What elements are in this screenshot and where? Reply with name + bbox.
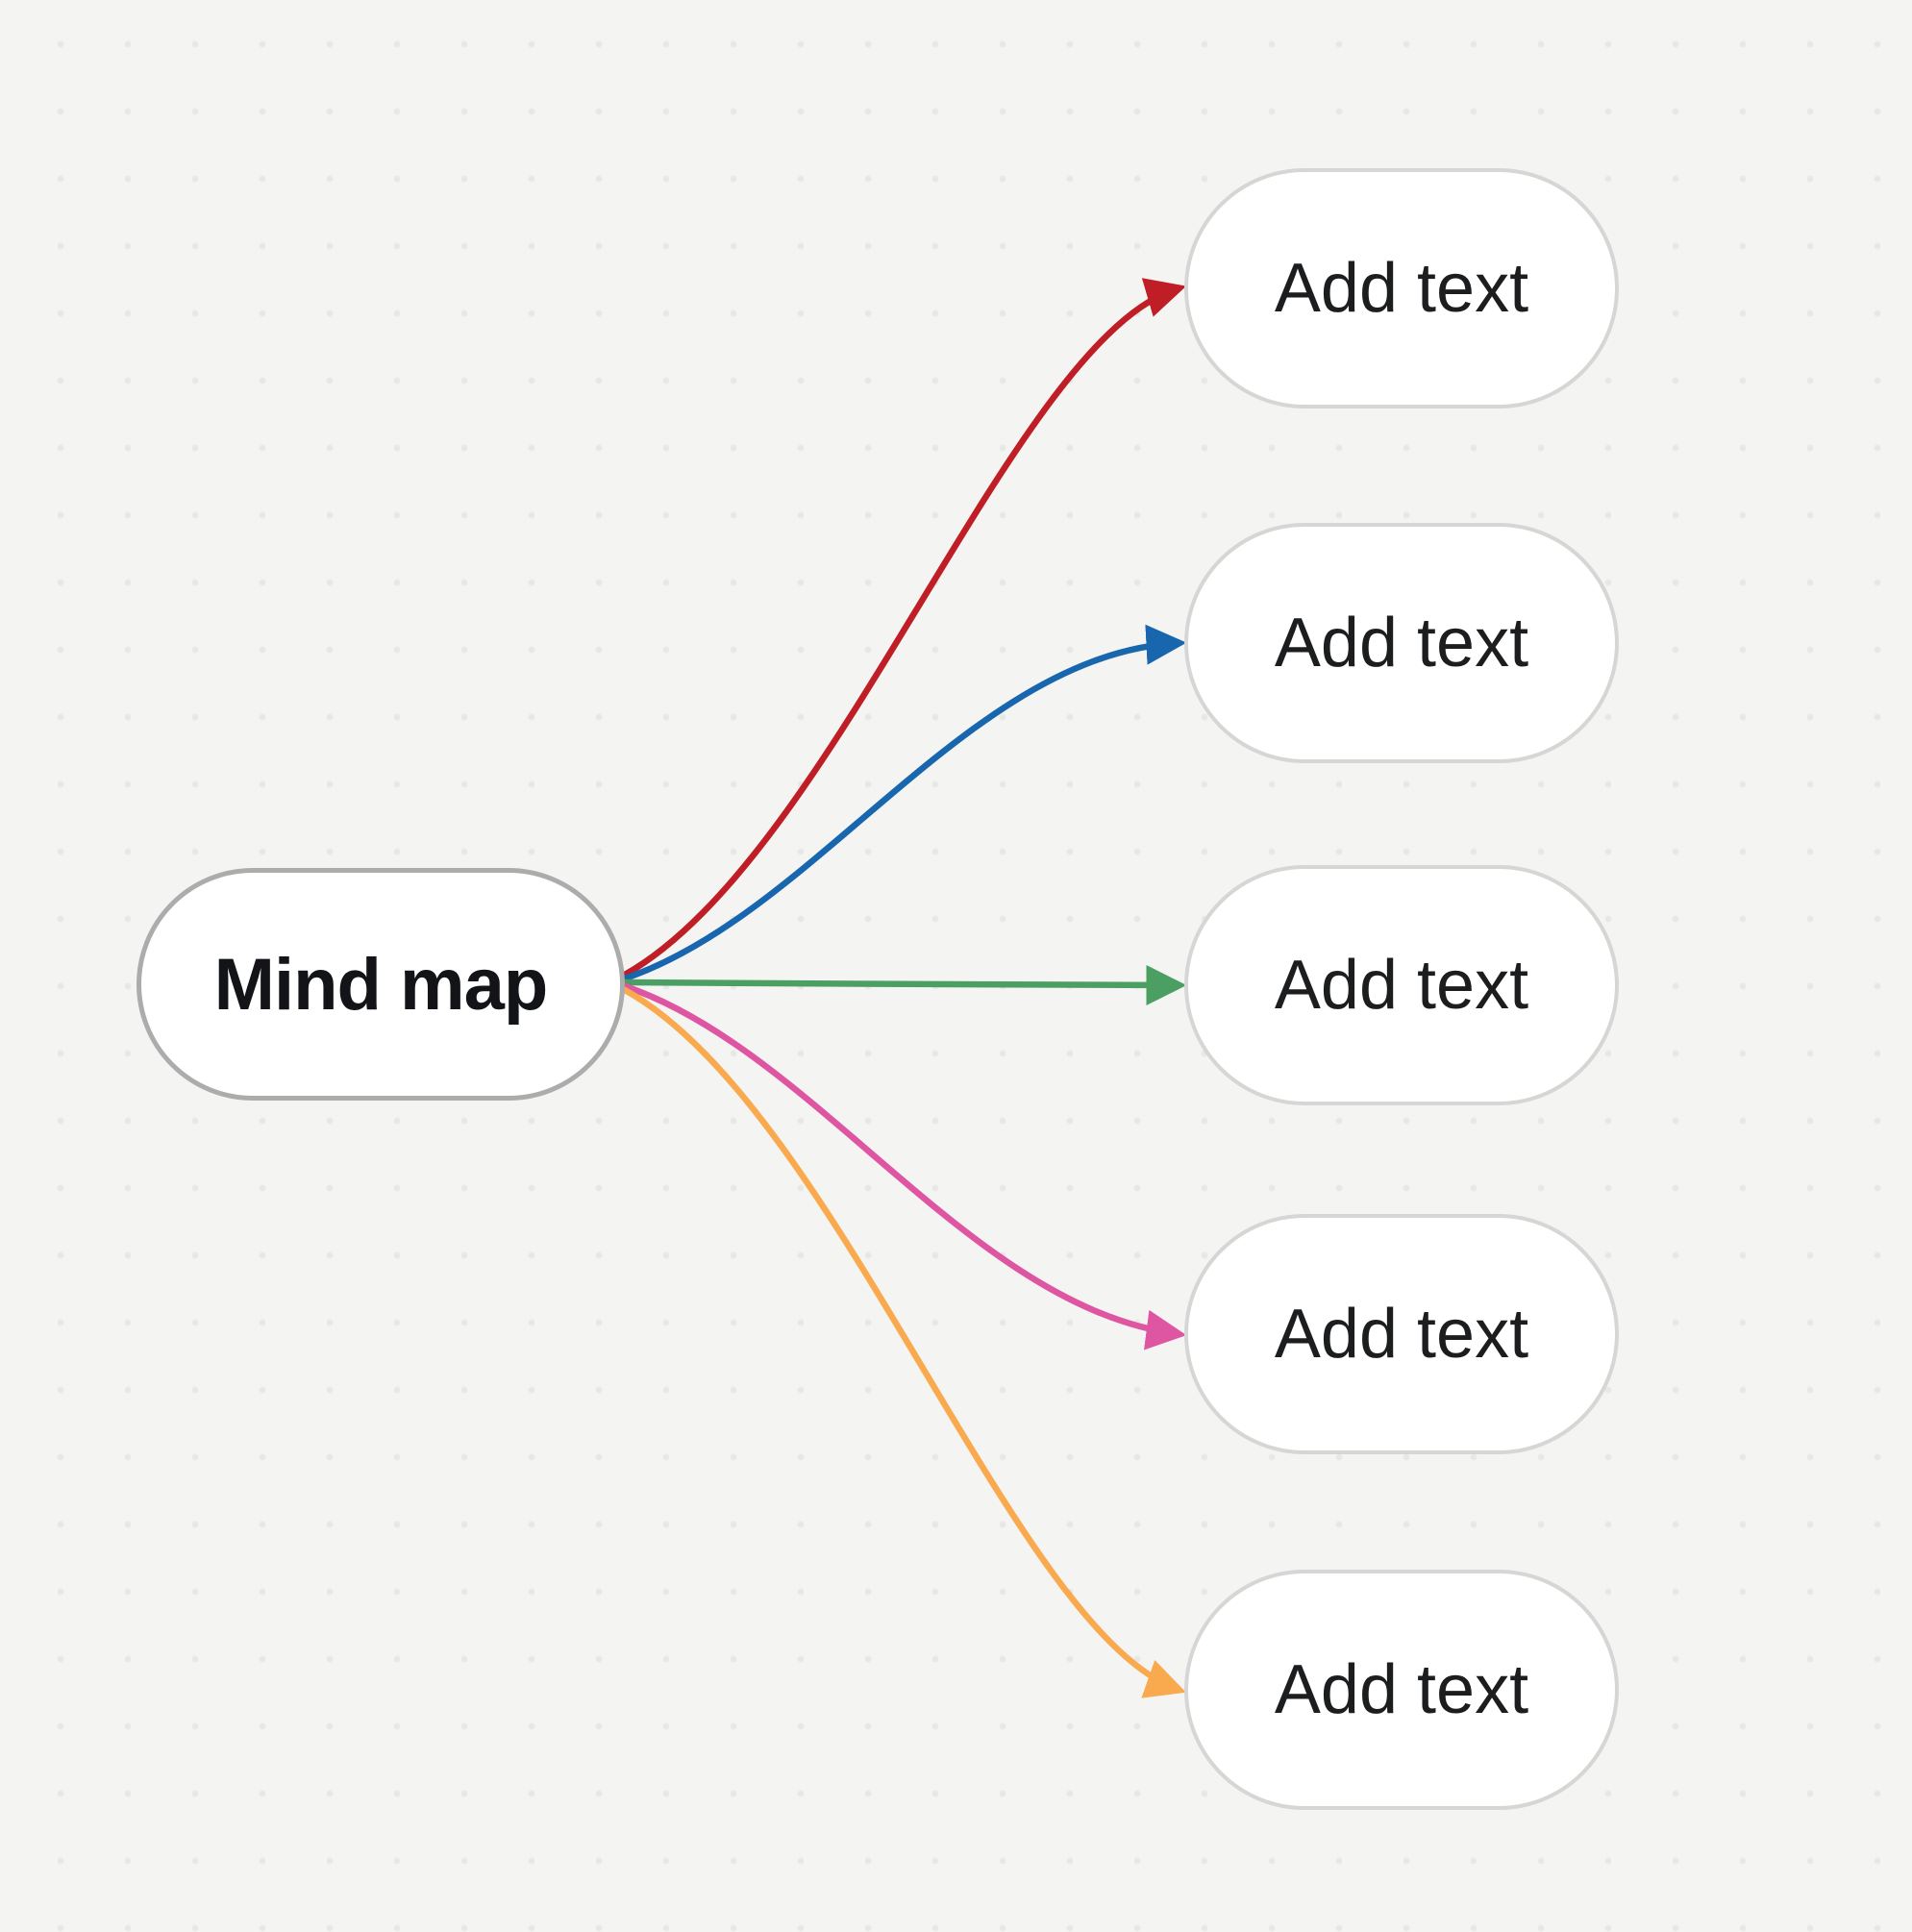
central-node-mind-map[interactable]: Mind map — [137, 868, 625, 1101]
central-node-label: Mind map — [213, 943, 549, 1026]
branch-node-label: Add text — [1274, 1651, 1529, 1728]
branch-node-3[interactable]: Add text — [1184, 865, 1619, 1105]
branch-node-5[interactable]: Add text — [1184, 1570, 1619, 1810]
connector-red[interactable] — [621, 278, 1187, 978]
connector-blue[interactable] — [621, 624, 1187, 982]
connector-orange[interactable] — [621, 986, 1186, 1698]
branch-node-label: Add text — [1274, 605, 1529, 681]
connector-green[interactable] — [621, 964, 1187, 1005]
branch-node-label: Add text — [1274, 947, 1529, 1024]
branch-node-4[interactable]: Add text — [1184, 1214, 1619, 1454]
connector-pink[interactable] — [621, 982, 1187, 1350]
branch-node-label: Add text — [1274, 250, 1529, 327]
branch-node-2[interactable]: Add text — [1184, 523, 1619, 763]
branch-node-1[interactable]: Add text — [1184, 168, 1619, 409]
branch-node-label: Add text — [1274, 1296, 1529, 1373]
